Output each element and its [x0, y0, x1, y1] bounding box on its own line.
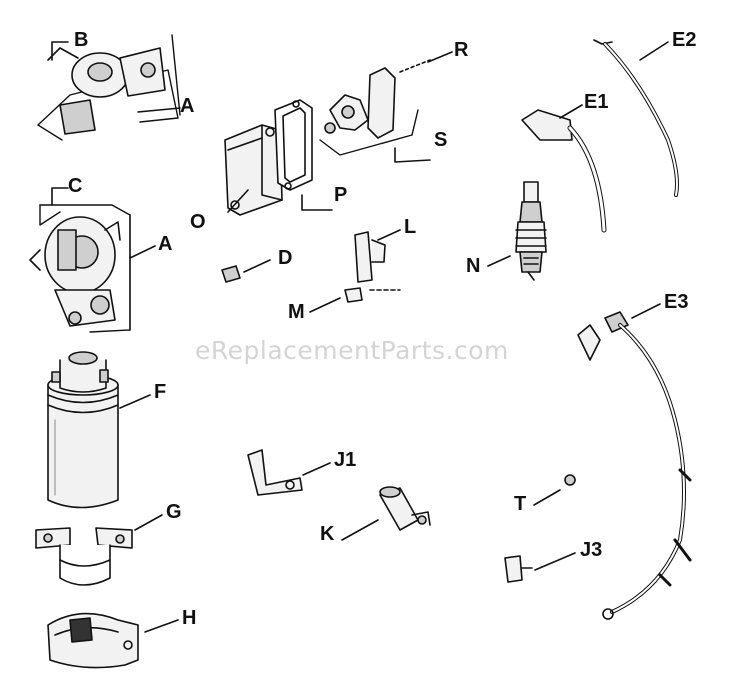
part-bracket-j1 [247, 449, 303, 496]
leader-l [377, 229, 401, 241]
callout-j1: J1 [334, 449, 357, 471]
callout-s: S [434, 129, 448, 151]
callout-d: D [278, 247, 293, 269]
part-nut [564, 474, 576, 486]
leader-a1 [137, 107, 181, 113]
leader-e2 [639, 41, 669, 61]
callout-p: P [334, 184, 348, 206]
part-spark-plug [515, 181, 547, 281]
leader-o [227, 189, 249, 213]
callout-f: F [154, 381, 167, 403]
leader-j3 [534, 552, 576, 571]
callout-m: M [288, 301, 305, 323]
leader-g [134, 514, 163, 531]
callout-a1: A [180, 95, 195, 117]
part-condenser [379, 486, 431, 531]
part-cover [224, 124, 283, 216]
leader-h [144, 619, 179, 633]
leader-c [51, 187, 69, 206]
part-breaker-plate-top [37, 34, 181, 141]
leader-m [309, 297, 341, 313]
leader-p [301, 194, 333, 211]
part-breaker-points [319, 59, 431, 156]
leader-r [427, 51, 453, 63]
callout-b: B [74, 29, 89, 51]
callout-h: H [182, 607, 197, 629]
part-breaker-housing [29, 204, 131, 333]
part-clamp-strap [47, 612, 139, 669]
callout-n: N [466, 255, 481, 277]
callout-e2: E2 [672, 29, 697, 51]
callout-g: G [166, 501, 182, 523]
part-gasket [274, 99, 313, 191]
leader-j1 [302, 462, 331, 476]
callout-e1: E1 [584, 91, 609, 113]
callout-e3: E3 [664, 291, 689, 313]
leader-a2 [129, 245, 156, 259]
callout-k: K [320, 523, 335, 545]
part-ignition-coil [47, 351, 119, 509]
callout-o: O [190, 211, 206, 233]
leader-e1 [559, 104, 583, 119]
leader-lines [51, 41, 669, 633]
part-coil-bracket [35, 527, 133, 586]
part-clip [344, 231, 401, 303]
callout-t: T [514, 493, 527, 515]
part-terminal-j3 [504, 555, 533, 583]
callout-a2: A [158, 233, 173, 255]
watermark: eReplacementParts.com [195, 336, 509, 365]
callout-c: C [68, 175, 83, 197]
leader-s [394, 147, 431, 163]
leader-f [119, 394, 151, 409]
leader-b [51, 41, 69, 61]
part-small-block [221, 265, 241, 283]
part-lead-e3 [577, 311, 692, 620]
callout-r: R [454, 39, 469, 61]
leader-t [533, 489, 561, 506]
leader-e3 [631, 303, 661, 319]
part-lead-e2 [593, 39, 679, 197]
leader-d [243, 259, 271, 273]
leader-n [487, 255, 511, 267]
leader-k [341, 519, 379, 541]
callout-l: L [404, 216, 417, 238]
callout-j3: J3 [580, 539, 603, 561]
